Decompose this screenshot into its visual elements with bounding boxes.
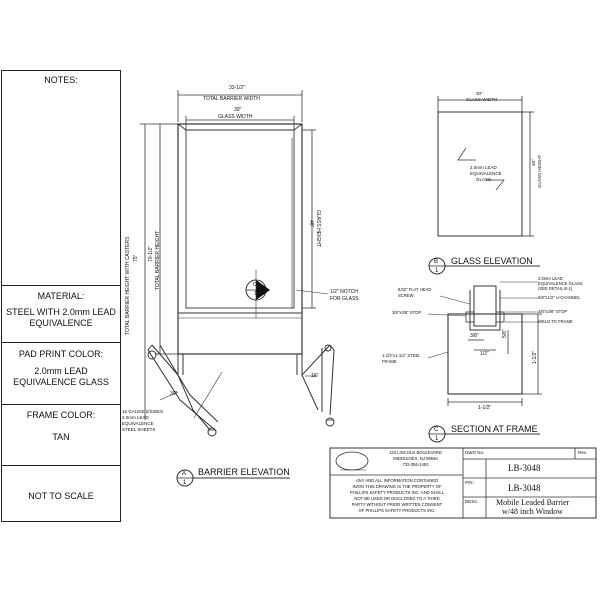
disclaimer-line-1: ANY AND ALL INFORMATION CONTAINED [355,478,439,483]
glass-height-value: 48" [308,220,314,228]
address-line-1: 123 LINCOLN BOULEVARD [389,450,442,455]
desc-line-1: Mobile Leaded Barrier [496,498,570,507]
glass-callout-top: B [434,259,439,265]
scale-note: NOT TO SCALE [28,491,94,501]
section-glass [473,285,497,327]
desc-line-2: w/48 inch Window [502,507,563,516]
disclaimer-line-6: OF PHILLIPS SAFETY PRODUCTS INC. [358,508,436,513]
material-value: STEEL WITH 2.0mm LEAD EQUIVALENCE [6,307,116,328]
disclaimer-line-2: IN/ON THIS DRAWING IS THE PROPERTY OF [352,484,442,489]
section-at-frame-title: SECTION AT FRAME [451,424,538,434]
glass-elevation-title: GLASS ELEVATION [451,256,533,266]
barrier-height-label: TOTAL BARRIER HEIGHT [155,230,161,290]
glass-window-outline [185,129,295,309]
disclaimer-line-4: NOT BE USED OR DISCLOSED TO A THIRD [354,496,440,501]
glass-elev-width-value: 30" [476,91,483,96]
barrier-height-value: 70-1/2" [148,246,154,262]
notes-divider-4 [1,465,121,466]
barrier-outer-frame [177,123,303,355]
notes-label: NOTES: [44,75,78,85]
glass-elev-note-2: EQUIVALENCE [470,171,502,176]
glass-elev-height-value: 48" [531,159,536,166]
glass-elev-height-label: GLASS HEIGHT [537,154,542,188]
section-note-uchannel: 5/8"x1/2" U-CHANNEL [538,295,581,300]
barrier-callout-bottom: 1 [183,480,187,486]
disclaimer-line-3: PHILLIPS SAFETY PRODUCTS INC. AND SHALL [349,490,445,495]
section-marker-bottom: 1 [254,291,257,297]
material-label: MATERIAL: [37,291,85,301]
height-with-casters-label: TOTAL BARRIER HEIGHT WITH CASTERS [125,236,131,335]
section-dim-38: 3/8" [470,333,479,339]
disclaimer-line-5: PARTY WITHOUT PRIOR WRITTEN CONSENT [351,502,443,507]
pn-label: P/N: [465,480,474,485]
notes-divider-3 [1,404,121,405]
section-note-glass-2: EQUIVALENCE GLASS [538,281,583,286]
pad-print-value: 2.0mm LEAD EQUIVALENCE GLASS [13,366,109,387]
notes-divider-2 [1,342,121,343]
address-line-3: 732-356-1493 [402,462,429,467]
notes-divider-1 [1,285,121,286]
section-callout-top: C [434,427,439,433]
total-width-value: 33-1/2" [229,85,245,91]
frame-color-value: TAN [52,432,70,442]
section-callout-bottom: 1 [435,436,439,442]
section-marker-top: C [253,282,257,288]
section-note-glass-1: 2.0mm LEAD [538,276,563,281]
height-with-casters-value: 75" [133,254,139,262]
section-steel-frame [447,313,523,395]
glass-width-label: GLASS WIDTH [218,114,253,120]
section-note-frame-2: FRAME [382,359,397,364]
section-note-stop-right: 3/8"x3/8" STOP [538,309,568,314]
depth-dim-1: 16" [311,373,319,379]
glass-width-value: 30" [234,107,242,113]
pad-print-label: PAD PRINT COLOR: [18,349,104,359]
barrier-elevation-title: BARRIER ELEVATION [198,467,290,477]
dwg-label: DWG No. [465,450,485,455]
address-line-2: MIDDLESEX, NJ 08846 [393,456,438,461]
frame-color-label: FRAME COLOR: [26,410,96,420]
section-dim-112-vertical: 1-1/2" [532,350,538,364]
sheet-note-line-3: EQUIVALENCE [122,421,154,426]
glass-height-label: GLASS HEIGHT [315,210,321,247]
section-note-screw-1: 8/32" FLAT HEAD [398,287,432,292]
section-note-weld: WELD TO FRAME [538,319,573,324]
section-dim-12: 1/2" [480,351,489,357]
pn-value: LB-3048 [508,483,541,493]
notch-note-line-2: FOR GLASS [330,296,359,302]
sheet-note-line-2: 2.0mm LEAD [122,415,149,420]
rev-label: Rev. [578,450,587,455]
notch-note-line-1: 1/2" NOTCH [330,289,358,295]
notes-panel [1,70,121,522]
desc-label: DESC. [465,499,479,504]
section-note-screw-2: SCREW [398,293,414,298]
section-note-frame-1: 1-1/2"x1-1/2" STEEL [382,353,421,358]
section-note-stop-left: 3/8"x3/8" STOP [392,310,422,315]
glass-callout-bottom: 1 [435,268,439,274]
total-width-label: TOTAL BARRIER WIDTH [203,96,260,102]
sheet-note-line-4: STEEL SHEETS [122,427,156,432]
section-dim-58: 5/8" [502,329,508,338]
dwg-value: LB-3048 [508,463,541,473]
company-logo-mark [335,451,369,471]
section-dim-112-horizontal: 1-1/2" [478,405,492,411]
glass-elevation-panel [437,111,523,237]
depth-dim-2: 30" [170,391,178,397]
glass-elev-note-1: 2.0mm LEAD [470,165,497,170]
glass-elev-note-3: GLASS [476,177,492,182]
section-note-glass-3: (SEE DETAIL B-1) [538,286,573,291]
glass-elev-width-label: GLASS WIDTH [466,97,498,102]
barrier-callout-top: A [182,471,187,477]
sheet-note-line-1: 16 GAUGE 2/SIDES [122,409,164,414]
